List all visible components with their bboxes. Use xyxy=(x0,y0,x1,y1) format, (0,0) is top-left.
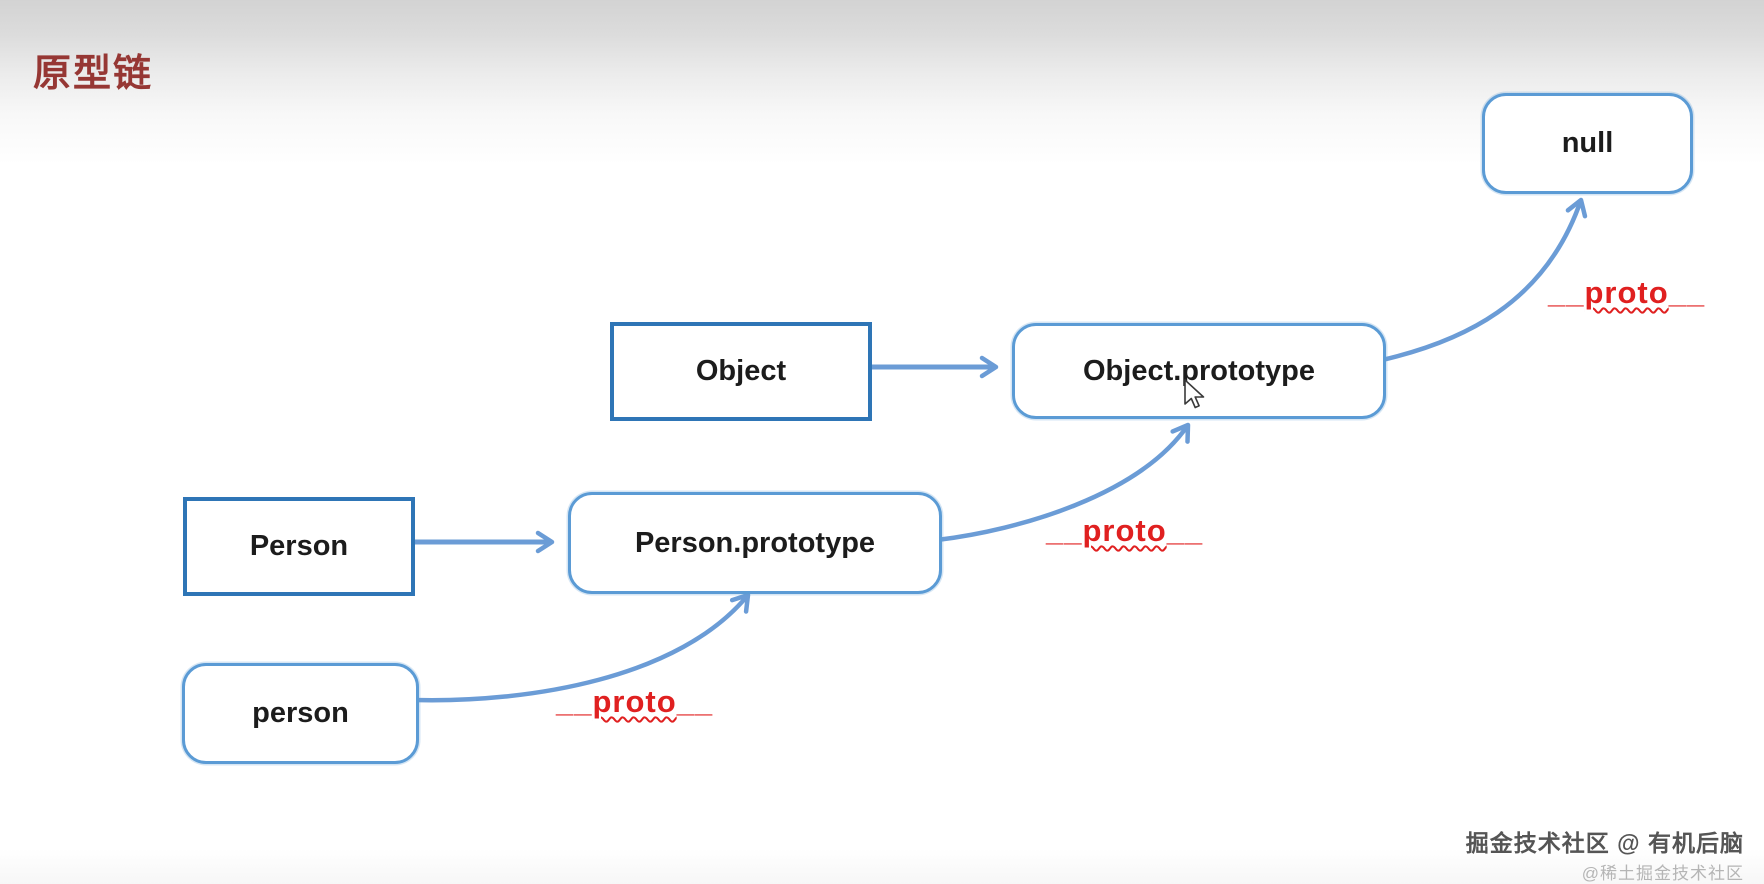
node-label: Object.prototype xyxy=(1082,354,1315,387)
proto-underscore: __ xyxy=(1166,513,1204,548)
node-person-instance: person xyxy=(182,663,419,764)
proto-label-person: __proto__ xyxy=(556,684,713,720)
node-person-prototype: Person.prototype xyxy=(568,492,942,594)
node-label: person xyxy=(252,697,349,729)
node-label: Person.prototype xyxy=(634,526,876,559)
watermark-line2: @稀土掘金技术社区 xyxy=(1581,864,1744,883)
node-null: null xyxy=(1482,93,1693,194)
proto-label-person-prototype: __proto__ xyxy=(1046,513,1203,549)
proto-underscore: __ xyxy=(1668,275,1706,310)
node-object-constructor: Object xyxy=(610,322,872,421)
watermark-line1: 掘金技术社区 @ 有机后脑 xyxy=(1465,830,1744,856)
proto-word: proto xyxy=(592,684,677,719)
proto-word: proto xyxy=(1584,275,1669,310)
node-label: Object xyxy=(695,355,787,387)
mouse-cursor-icon xyxy=(1184,379,1205,409)
watermark: 掘金技术社区 @ 有机后脑 @稀土掘金技术社区 xyxy=(1466,824,1744,884)
node-person-constructor: Person xyxy=(183,497,415,596)
proto-underscore: __ xyxy=(676,684,714,719)
node-object-prototype: Object.prototype xyxy=(1012,323,1386,419)
proto-underscore: __ xyxy=(1046,513,1083,548)
proto-underscore: __ xyxy=(556,684,593,719)
node-label: Person xyxy=(249,530,349,562)
proto-underscore: __ xyxy=(1548,275,1585,310)
node-label: null xyxy=(1561,127,1614,159)
proto-word: proto xyxy=(1082,513,1167,548)
proto-label-object-prototype: __proto__ xyxy=(1548,275,1705,311)
page-title: 原型链 xyxy=(33,53,154,95)
